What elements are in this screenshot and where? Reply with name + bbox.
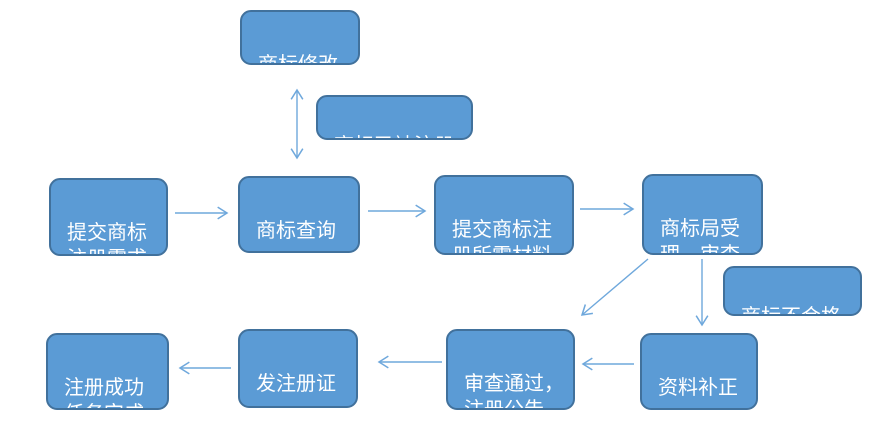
node-label: 商标局受 理、审查: [660, 216, 740, 255]
node-submit-trademark-demand: 提交商标 注册需求: [49, 178, 168, 256]
node-label: 发注册证: [256, 371, 336, 395]
node-label: 审查通过， 注册公告: [464, 371, 564, 410]
node-trademark-query: 商标查询: [238, 176, 360, 253]
node-trademark-modify: 商标修改: [240, 10, 360, 65]
node-label: 商标已被注册: [334, 133, 454, 138]
node-review-passed-announcement: 审查通过， 注册公告: [446, 329, 575, 410]
arrow-bureau-to-approved-diagonal: [580, 258, 649, 316]
node-bureau-accept-review: 商标局受 理、审查: [642, 174, 763, 255]
node-issue-certificate: 发注册证: [238, 329, 358, 408]
node-label: 商标修改: [258, 52, 338, 65]
node-label: 商标不合格: [741, 304, 841, 316]
node-label: 资料补正: [658, 375, 738, 399]
node-submit-registration-materials: 提交商标注 册所需材料: [434, 175, 574, 255]
node-trademark-already-registered: 商标已被注册: [316, 95, 473, 140]
node-label: 提交商标 注册需求: [67, 220, 147, 254]
node-label: 商标查询: [256, 218, 336, 242]
node-label: 提交商标注 册所需材料: [452, 217, 552, 255]
node-label: 注册成功 任务完成: [64, 375, 144, 408]
node-material-supplement: 资料补正: [640, 333, 758, 410]
node-registration-success: 注册成功 任务完成: [46, 333, 169, 410]
node-trademark-unqualified: 商标不合格: [723, 266, 862, 316]
